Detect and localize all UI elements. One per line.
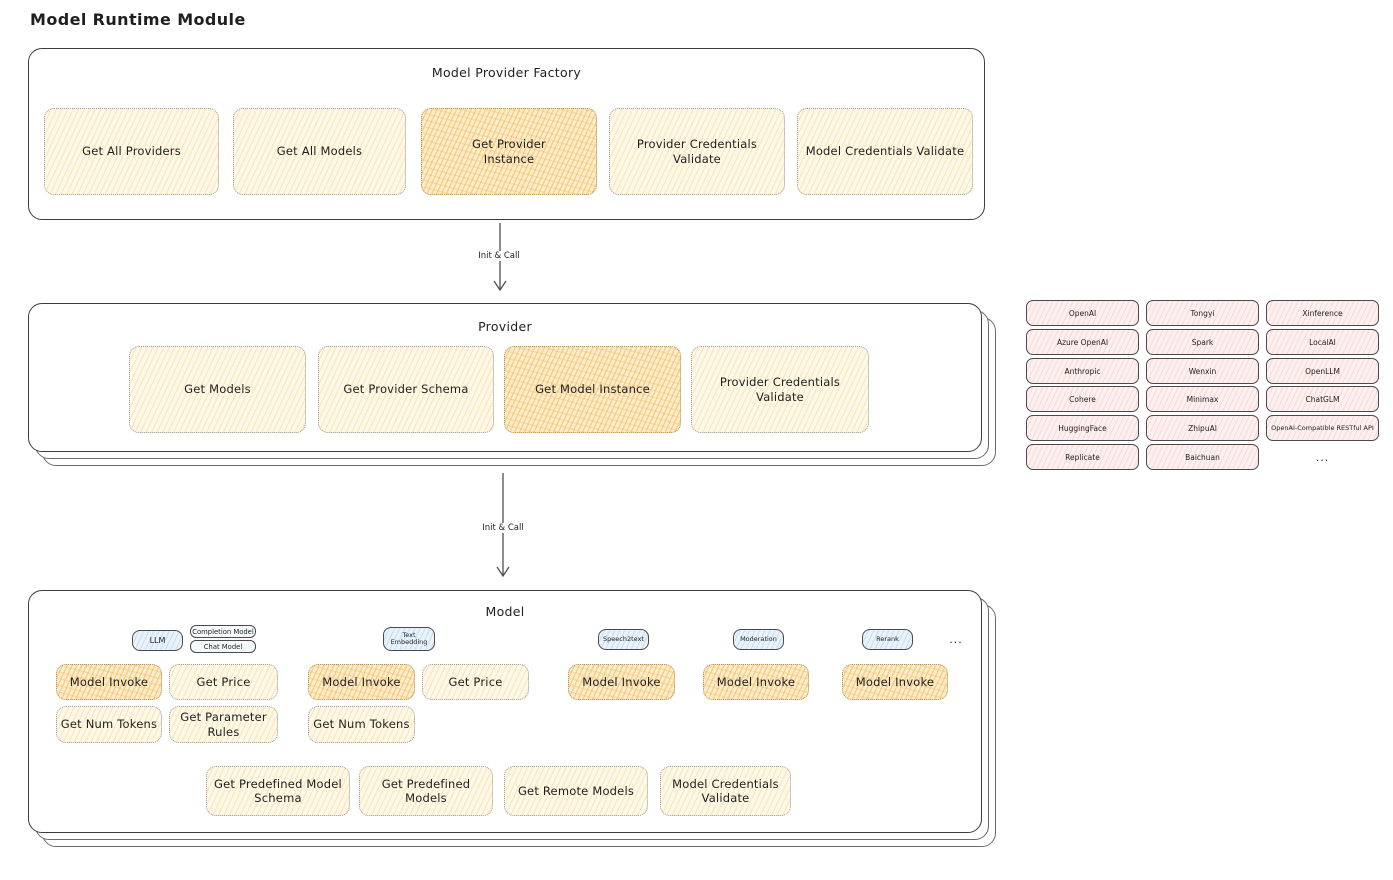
rerank-model-invoke: Model Invoke <box>842 664 948 700</box>
provider-chip-wenxin: Wenxin <box>1146 358 1259 384</box>
factory-item-get-provider-instance: Get Provider Instance <box>421 108 597 195</box>
tab-llm: LLM <box>132 630 183 651</box>
tab-text-embedding: Text Embedding <box>383 627 435 651</box>
provider-panel: Provider Get Models Get Provider Schema … <box>28 303 982 452</box>
model-title: Model <box>485 604 525 619</box>
factory-item-provider-credentials-validate: Provider Credentials Validate <box>609 108 785 195</box>
tab-speech2text: Speech2text <box>598 629 649 650</box>
factory-item-get-all-models: Get All Models <box>233 108 406 195</box>
init-call-label-2: Init & Call <box>478 523 528 533</box>
provider-item-provider-credentials-validate: Provider Credentials Validate <box>691 346 869 433</box>
provider-chip-cohere: Cohere <box>1026 386 1139 412</box>
provider-chip-openllm: OpenLLM <box>1266 358 1379 384</box>
provider-chip-azure-openai: Azure OpenAI <box>1026 329 1139 355</box>
llm-get-num-tokens: Get Num Tokens <box>56 706 162 743</box>
model-model-credentials-validate: Model Credentials Validate <box>660 766 791 816</box>
provider-chip-minimax: Minimax <box>1146 386 1259 412</box>
provider-item-get-models: Get Models <box>129 346 306 433</box>
text-embedding-get-price: Get Price <box>422 664 529 700</box>
init-call-label-1: Init & Call <box>474 251 524 261</box>
provider-chip-openai: OpenAI <box>1026 300 1139 326</box>
provider-chip-baichuan: Baichuan <box>1146 444 1259 470</box>
text-embedding-model-invoke: Model Invoke <box>308 664 415 700</box>
llm-get-parameter-rules: Get Parameter Rules <box>169 706 278 743</box>
provider-chip-xinference: Xinference <box>1266 300 1379 326</box>
provider-chip-localai: LocalAI <box>1266 329 1379 355</box>
provider-chip-spark: Spark <box>1146 329 1259 355</box>
model-get-predefined-model-schema: Get Predefined Model Schema <box>206 766 350 816</box>
provider-title: Provider <box>478 319 532 334</box>
provider-chip-huggingface: HuggingFace <box>1026 415 1139 441</box>
llm-model-invoke: Model Invoke <box>56 664 162 700</box>
provider-item-get-model-instance: Get Model Instance <box>504 346 681 433</box>
text-embedding-get-num-tokens: Get Num Tokens <box>308 706 415 743</box>
factory-panel: Model Provider Factory Get All Providers… <box>28 48 985 220</box>
factory-title: Model Provider Factory <box>431 65 582 80</box>
provider-item-get-provider-schema: Get Provider Schema <box>318 346 494 433</box>
model-tabs-more: ... <box>949 633 963 646</box>
factory-item-model-credentials-validate: Model Credentials Validate <box>797 108 973 195</box>
provider-chip-chatglm: ChatGLM <box>1266 386 1379 412</box>
model-panel: Model LLM Completion Model Chat Model Te… <box>28 590 982 833</box>
moderation-model-invoke: Model Invoke <box>703 664 809 700</box>
provider-chip-zhipuai: ZhipuAI <box>1146 415 1259 441</box>
providers-grid-more: ... <box>1315 450 1330 464</box>
speech2text-model-invoke: Model Invoke <box>568 664 675 700</box>
provider-chip-openai-compatible-restful-api: OpenAI-Compatible RESTful API <box>1266 415 1379 441</box>
tab-rerank: Rerank <box>862 629 913 650</box>
factory-item-get-all-providers: Get All Providers <box>44 108 219 195</box>
provider-chip-replicate: Replicate <box>1026 444 1139 470</box>
tab-chat-model: Chat Model <box>190 640 256 653</box>
provider-chip-anthropic: Anthropic <box>1026 358 1139 384</box>
model-get-predefined-models: Get Predefined Models <box>359 766 493 816</box>
tab-moderation: Moderation <box>733 629 784 650</box>
model-get-remote-models: Get Remote Models <box>504 766 648 816</box>
provider-chip-tongyi: Tongyi <box>1146 300 1259 326</box>
diagram-title: Model Runtime Module <box>30 10 246 29</box>
llm-get-price: Get Price <box>169 664 278 700</box>
tab-completion-model: Completion Model <box>190 625 256 638</box>
